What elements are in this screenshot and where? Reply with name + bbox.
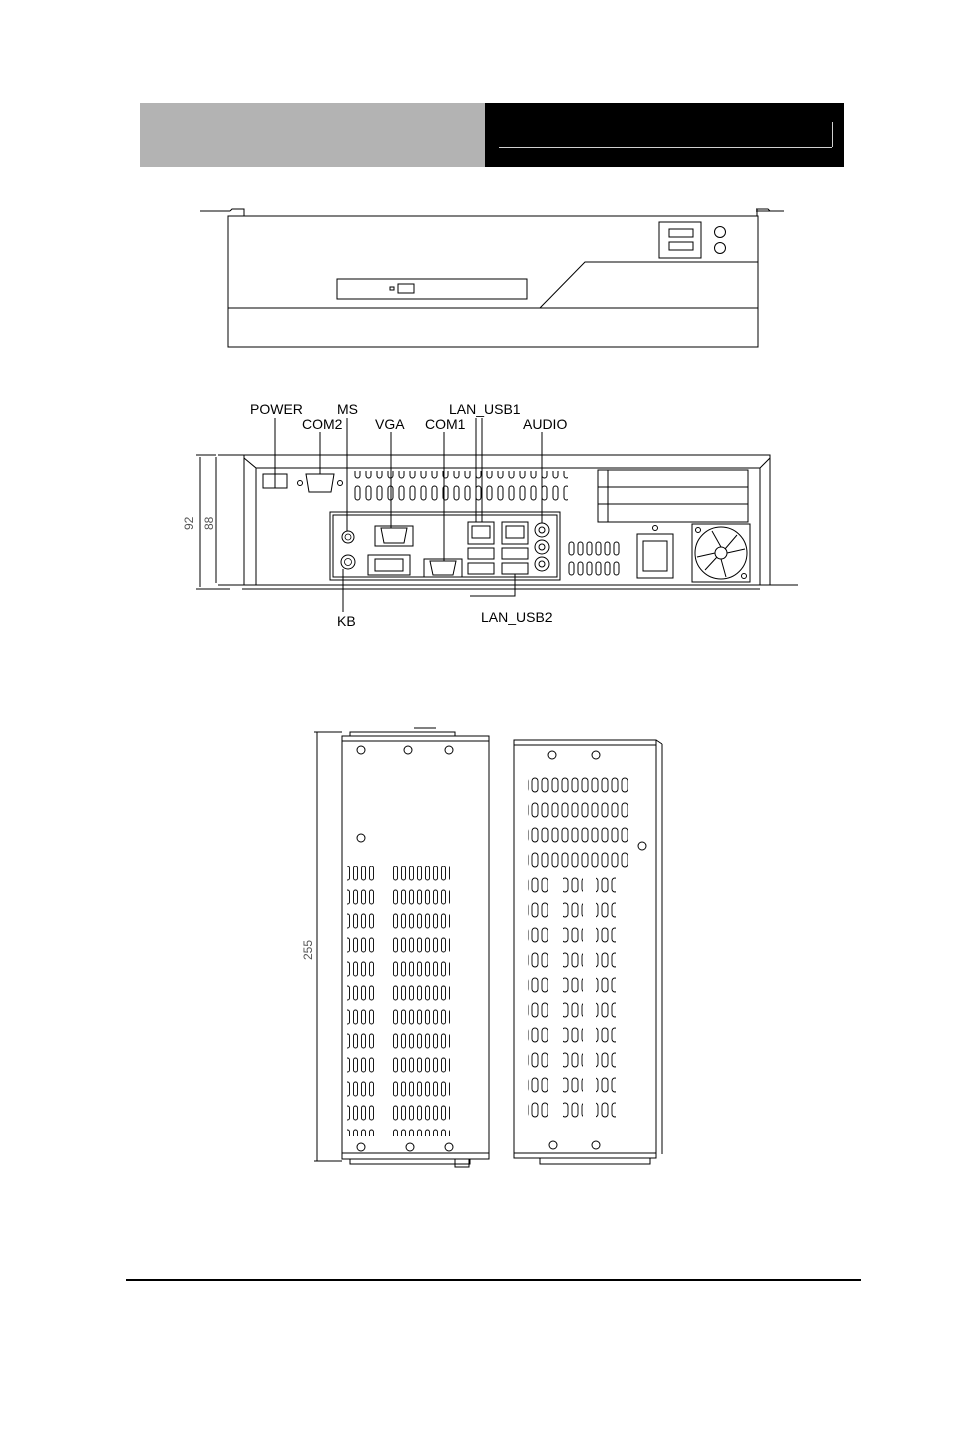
label-audio: AUDIO — [523, 416, 567, 432]
label-power: POWER — [250, 401, 303, 417]
label-com1: COM1 — [425, 416, 466, 432]
label-lan-usb1: LAN_USB1 — [449, 401, 521, 417]
rear-view-drawing — [196, 418, 798, 612]
dim-outer-height: 92 — [182, 516, 196, 530]
footer-rule — [126, 1279, 861, 1281]
label-com2: COM2 — [302, 416, 343, 432]
side-view-right — [514, 740, 662, 1164]
front-view-drawing — [200, 209, 784, 347]
dim-depth: 255 — [301, 940, 315, 960]
side-view-left — [314, 728, 489, 1167]
label-lan-usb2: LAN_USB2 — [481, 609, 553, 625]
label-kb: KB — [337, 613, 356, 629]
label-vga: VGA — [375, 416, 405, 432]
dim-inner-height: 88 — [202, 516, 216, 530]
label-ms: MS — [337, 401, 358, 417]
